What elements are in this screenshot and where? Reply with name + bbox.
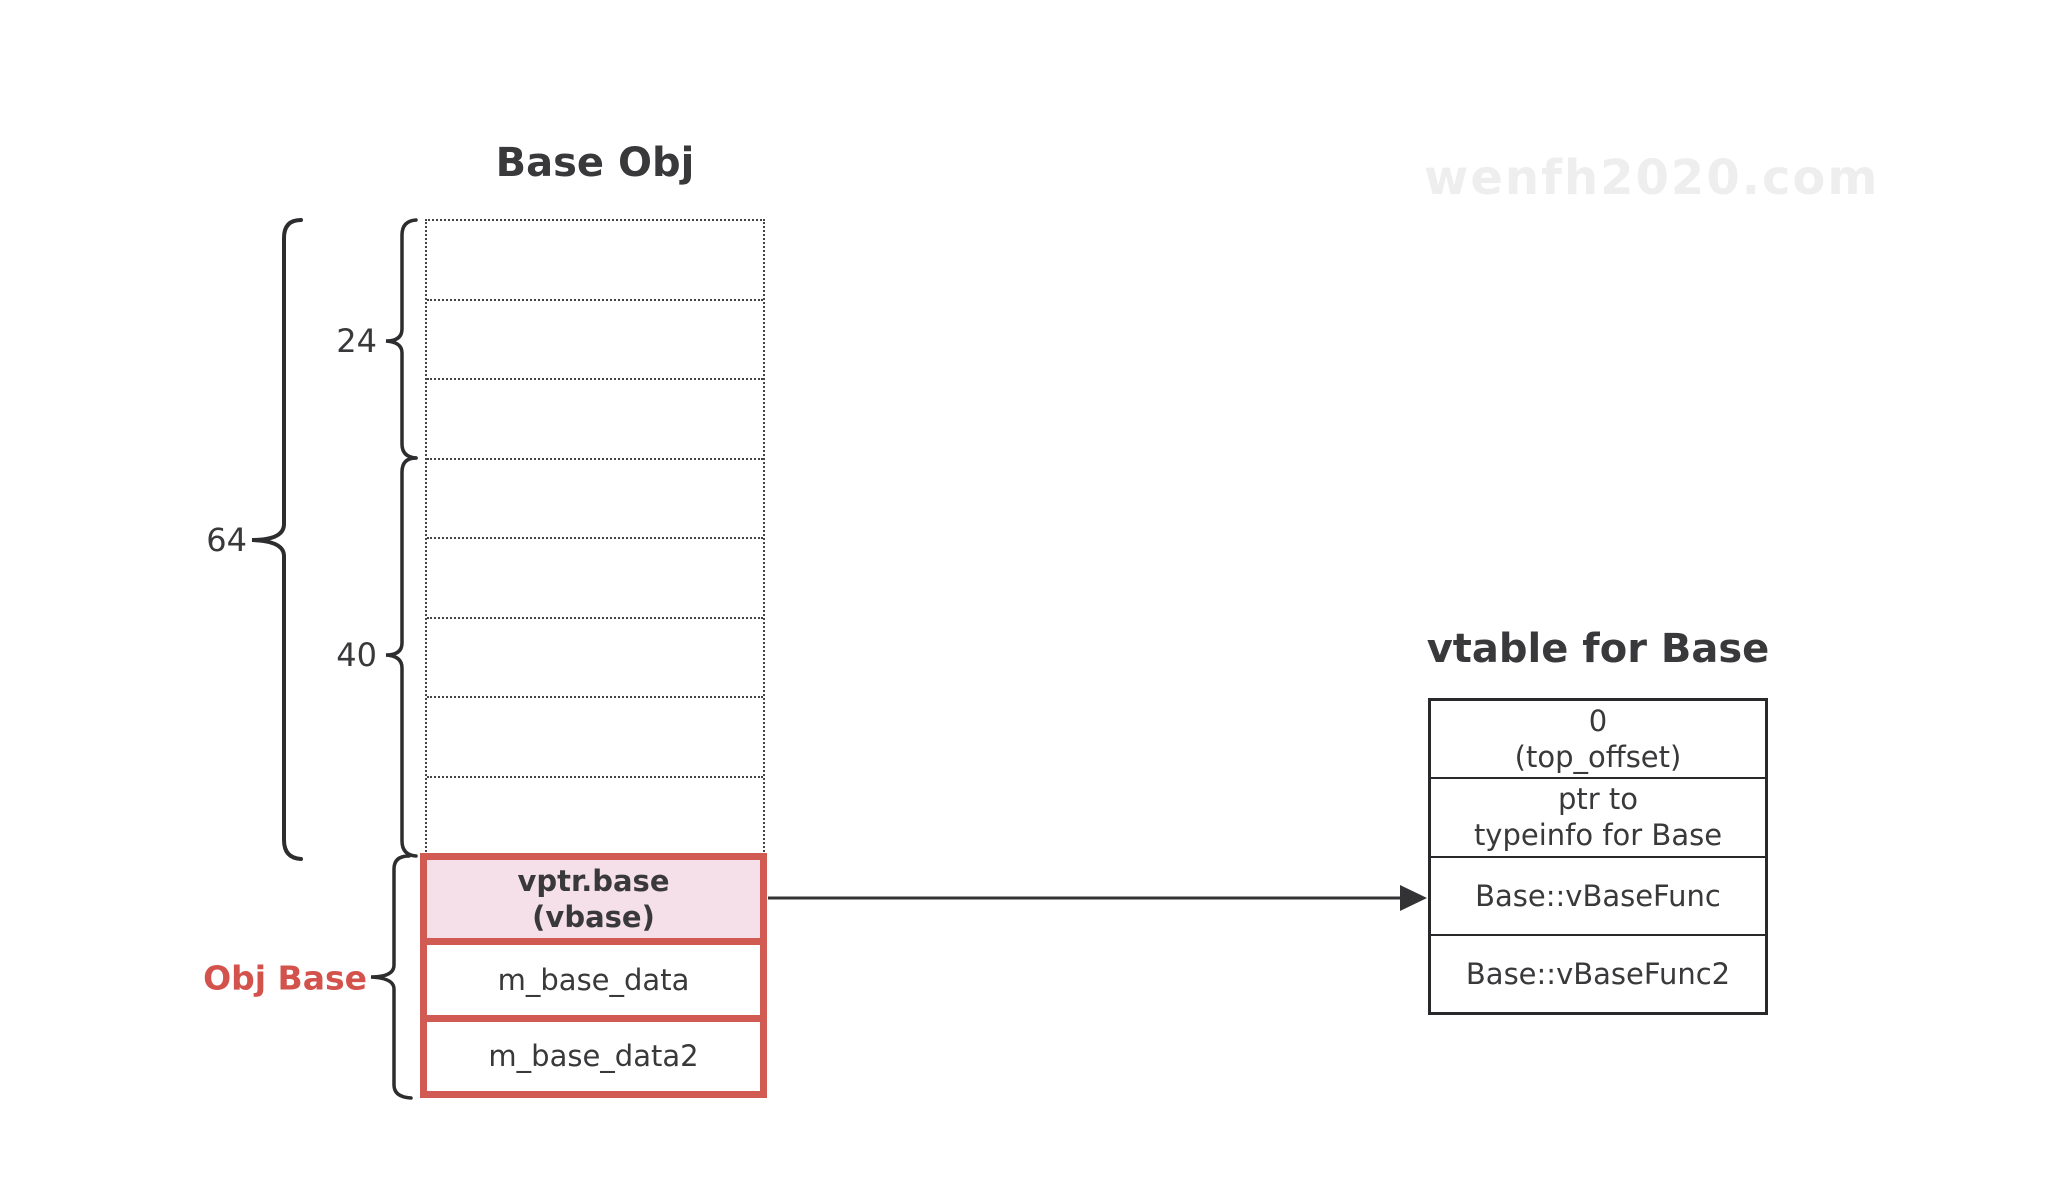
obj-base-label: Obj Base xyxy=(203,958,367,998)
vtable-row1-line1: 0 xyxy=(1588,703,1608,738)
memory-cell-empty xyxy=(427,301,763,380)
memory-cell-empty xyxy=(427,539,763,619)
brace-obj-base xyxy=(370,854,413,1100)
obj-base-box: vptr.base (vbase) m_base_data m_base_dat… xyxy=(420,853,767,1098)
vtable-row4-line1: Base::vBaseFunc2 xyxy=(1465,956,1731,991)
size-label-24: 24 xyxy=(336,322,377,360)
memory-cell-empty xyxy=(427,221,763,301)
cell-m-base-data: m_base_data xyxy=(427,938,760,1015)
cell-vptr-base: vptr.base (vbase) xyxy=(427,860,760,938)
vtable-row2-line1: ptr to xyxy=(1557,782,1639,817)
vtable-row-top-offset: 0 (top_offset) xyxy=(1431,701,1765,777)
cell-vptr-base-line1: vptr.base xyxy=(517,863,670,898)
vtable-box: 0 (top_offset) ptr to typeinfo for Base … xyxy=(1428,698,1768,1015)
cell-m-base-data-label: m_base_data xyxy=(497,962,690,997)
cell-m-base-data2-label: m_base_data2 xyxy=(488,1039,699,1074)
brace-40 xyxy=(385,456,418,858)
watermark-text: wenfh2020.com xyxy=(1424,150,1880,206)
brace-64 xyxy=(251,218,303,861)
vtable-row-vbasefunc: Base::vBaseFunc xyxy=(1431,855,1765,934)
size-label-64: 64 xyxy=(206,521,247,559)
memory-cell-empty xyxy=(427,619,763,698)
vtable-title: vtable for Base xyxy=(1426,626,1770,672)
base-obj-title: Base Obj xyxy=(495,140,695,186)
vtable-row3-line1: Base::vBaseFunc xyxy=(1475,878,1721,913)
vtable-row1-line2: (top_offset) xyxy=(1514,740,1682,775)
memory-cell-empty xyxy=(427,460,763,539)
vtable-row-typeinfo: ptr to typeinfo for Base xyxy=(1431,777,1765,855)
memory-cell-empty xyxy=(427,778,763,856)
memory-cell-empty xyxy=(427,698,763,778)
size-label-40: 40 xyxy=(336,636,377,674)
cell-m-base-data2: m_base_data2 xyxy=(427,1014,760,1092)
memory-cell-empty xyxy=(427,380,763,460)
memory-grid xyxy=(425,219,765,855)
vptr-arrowhead xyxy=(1400,885,1427,911)
cell-vptr-base-line2: (vbase) xyxy=(532,900,655,934)
vtable-row-vbasefunc2: Base::vBaseFunc2 xyxy=(1431,933,1765,1012)
brace-24 xyxy=(385,218,418,460)
vtable-row2-line2: typeinfo for Base xyxy=(1473,818,1723,853)
